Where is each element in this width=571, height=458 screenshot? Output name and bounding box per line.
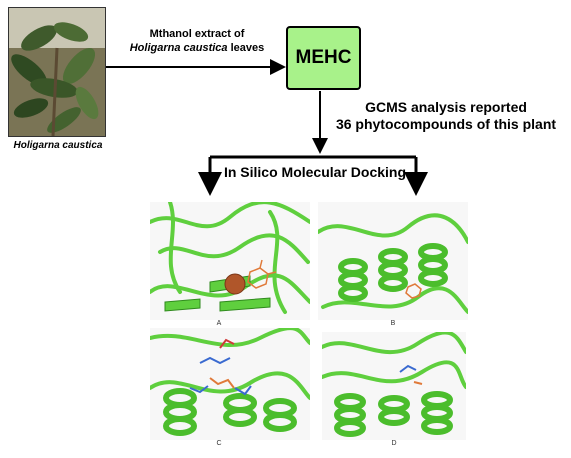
panel-label-c: C — [216, 440, 222, 447]
docking-panel-b — [318, 202, 468, 320]
protein-structure-d — [322, 332, 466, 437]
protein-structure-c — [150, 328, 310, 436]
docking-panel-a — [150, 202, 310, 320]
panel-label-d: D — [391, 440, 397, 447]
panel-label-b: B — [390, 320, 396, 327]
gcms-line2: 36 phytocompounds of this plant — [335, 116, 557, 132]
extract-species: Holigarna caustica — [129, 42, 228, 54]
docking-panel-c — [150, 328, 310, 440]
gcms-label: GCMS analysis reported 36 phytocompounds… — [326, 99, 566, 133]
docking-panel-d — [322, 332, 466, 440]
docking-label: In Silico Molecular Docking — [223, 164, 407, 180]
plant-photo — [8, 7, 106, 137]
gcms-line1: GCMS analysis reported — [365, 99, 527, 115]
protein-structure-b — [318, 213, 468, 314]
mehc-box: MEHC — [286, 26, 361, 90]
extract-label: Mthanol extract of Holigarna caustica le… — [108, 27, 286, 55]
extract-part: leaves — [227, 42, 265, 54]
plant-caption: Holigarna caustica — [13, 140, 103, 151]
panel-label-a: A — [216, 320, 222, 327]
protein-structure-a — [150, 202, 310, 314]
extract-label-line2: Holigarna caustica leaves — [108, 41, 286, 55]
plant-leaves-image — [9, 8, 105, 136]
extract-label-line1: Mthanol extract of — [149, 28, 245, 40]
